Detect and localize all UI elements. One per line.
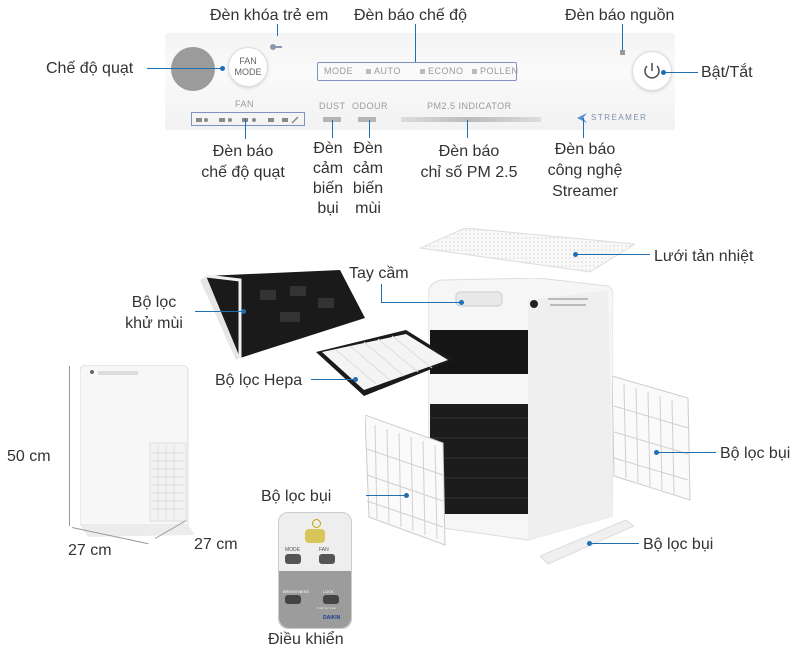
remote-lock-button[interactable] (323, 595, 339, 604)
fan-level-lights (191, 112, 305, 126)
label-hepa-filter: Bộ lọc Hepa (215, 372, 303, 389)
streamer-icon (577, 113, 587, 123)
remote-lock-label: LOCK (323, 589, 334, 594)
remote-fan-button[interactable] (319, 554, 335, 564)
label-dust-filter-bottom: Bộ lọc bụi (643, 536, 714, 553)
label-handle: Tay cầm (349, 265, 409, 282)
fan-mode-button[interactable]: FAN MODE (228, 47, 268, 87)
label-heat-grid: Lưới tản nhiệt (654, 248, 754, 265)
fan-button-text-top: FAN (239, 56, 257, 66)
fan-button-text-bottom: MODE (234, 67, 262, 77)
dimension-height-line (69, 366, 70, 526)
remote-bottom-panel: BRIGHTNESS LOCK Push for 5 sec DAIKIN (279, 571, 351, 628)
deodorizing-filter-part (200, 270, 370, 360)
label-mode-indicator: Đèn báo chế độ (354, 7, 467, 24)
fan-label: FAN (235, 99, 255, 109)
pm25-light-bar (401, 117, 541, 122)
label-power: Bật/Tắt (701, 64, 753, 81)
label-child-lock: Đèn khóa trẻ em (210, 7, 329, 24)
child-lock-icon (269, 39, 282, 50)
remote-lock-sub: Push for 5 sec (317, 606, 337, 610)
odour-label: ODOUR (352, 101, 388, 111)
dimension-depth: 27 cm (194, 536, 238, 553)
dust-sensor-light (323, 117, 341, 122)
odour-sensor-light (358, 117, 376, 122)
remote-mode-label: MODE (285, 547, 300, 553)
pm25-label: PM2.5 INDICATOR (427, 101, 512, 111)
remote-fan-label: FAN (319, 547, 329, 553)
fan-mode-knob[interactable] (171, 47, 215, 91)
label-dust-filter-right: Bộ lọc bụi (720, 445, 791, 462)
remote-brightness-label: BRIGHTNESS (283, 589, 310, 594)
purifier-front-view (79, 364, 195, 537)
remote-brand: DAIKIN (323, 615, 341, 621)
dust-filter-left-part (364, 414, 447, 547)
remote-control[interactable]: MODE FAN BRIGHTNESS LOCK Push for 5 sec … (278, 512, 352, 629)
label-dust-filter-left: Bộ lọc bụi (261, 488, 332, 505)
power-icon (644, 63, 660, 79)
remote-top-button[interactable] (305, 529, 325, 543)
dust-filter-right-part (611, 375, 692, 502)
hepa-filter-part (316, 330, 456, 398)
label-power-indicator: Đèn báo nguồn (565, 7, 675, 24)
dimension-width: 27 cm (68, 542, 112, 559)
mode-indicator-box: MODE AUTO ECONO POLLEN (317, 62, 519, 81)
label-fan-mode: Chế độ quạt (46, 60, 134, 77)
dust-label: DUST (319, 101, 346, 111)
power-indicator-light (620, 50, 625, 55)
control-panel: FAN MODE MODE AUTO ECONO POLLEN FAN DUST… (165, 33, 675, 130)
mode-pollen: POLLEN (472, 66, 519, 76)
remote-brightness-button[interactable] (285, 595, 301, 604)
streamer-text: STREAMER (591, 113, 648, 122)
remote-power-dot[interactable] (312, 519, 321, 528)
label-remote: Điều khiển (268, 631, 344, 648)
mode-label: MODE (324, 66, 353, 76)
streamer-logo: STREAMER (575, 111, 665, 125)
mode-econo: ECONO (420, 66, 464, 76)
mode-auto: AUTO (366, 66, 401, 76)
dimension-height: 50 cm (7, 448, 51, 465)
remote-mode-button[interactable] (285, 554, 301, 564)
power-button[interactable] (632, 51, 672, 91)
heat-grid-part (418, 227, 637, 276)
purifier-body (427, 277, 614, 546)
